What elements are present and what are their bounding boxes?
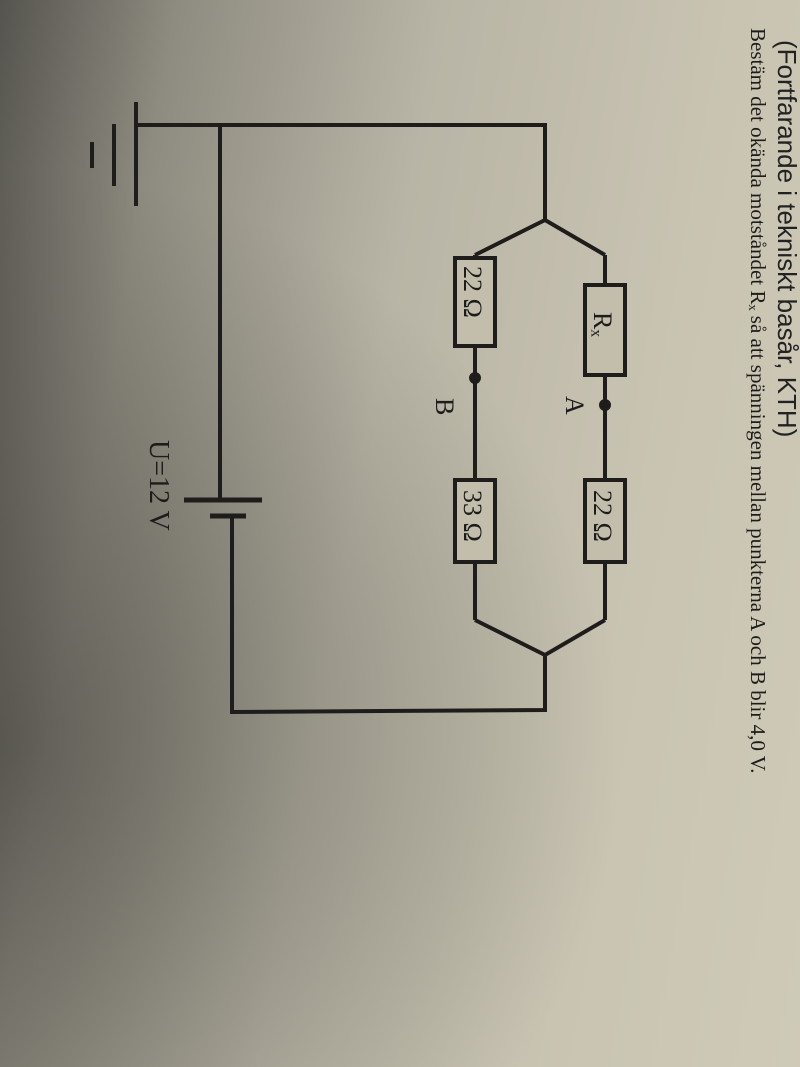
point-b-label: B <box>430 398 459 415</box>
battery-label: U=12 V <box>143 440 174 531</box>
node-a <box>599 399 611 411</box>
resistor-22-left <box>453 256 497 348</box>
r-top-right-label: 22 Ω <box>588 490 617 542</box>
point-a-label: A <box>560 396 589 415</box>
resistor-33 <box>453 478 497 564</box>
wire-bottom <box>230 516 547 715</box>
r-bottom-left-label: 33 Ω <box>458 490 487 542</box>
resistor-rx <box>583 283 627 377</box>
r-top-left-label: 22 Ω <box>458 266 487 318</box>
rx-label: Rₓ <box>588 312 617 337</box>
wire-top <box>136 123 547 220</box>
resistor-22-right <box>583 478 627 564</box>
node-b <box>469 372 481 384</box>
